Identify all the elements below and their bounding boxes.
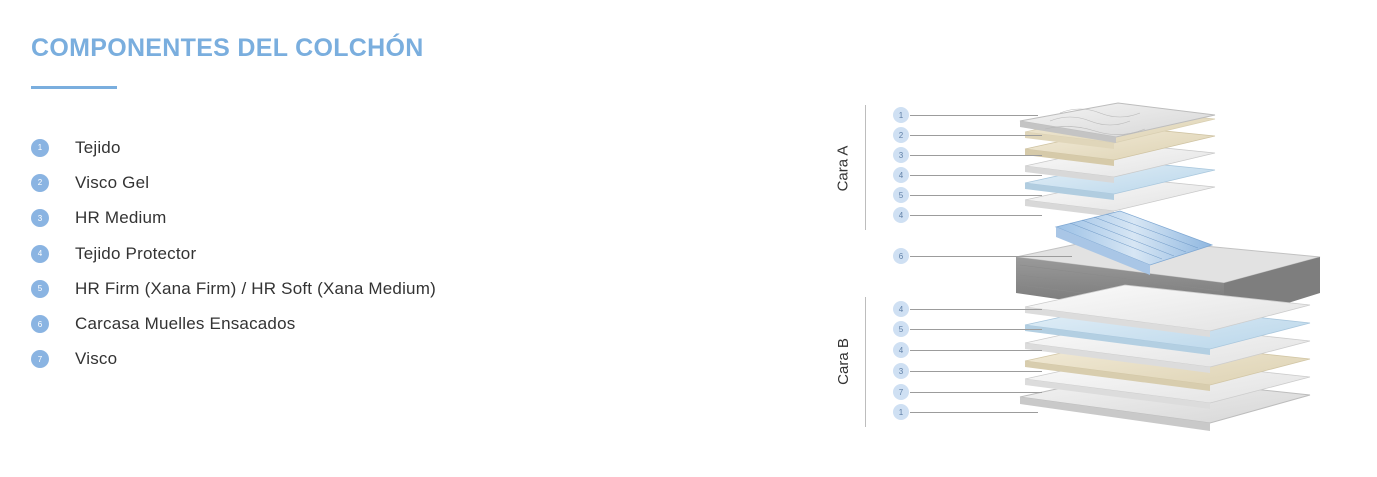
legend-item: 4 Tejido Protector xyxy=(31,236,436,271)
legend-label: Tejido Protector xyxy=(75,243,197,263)
callout-line xyxy=(910,214,1042,216)
callout-number: 4 xyxy=(893,301,909,317)
callout-number: 7 xyxy=(893,384,909,400)
callout: 1 xyxy=(893,404,1038,420)
callout-number: 4 xyxy=(893,207,909,223)
callout-number: 1 xyxy=(893,107,909,123)
legend-item: 3 HR Medium xyxy=(31,201,436,236)
legend-label: HR Medium xyxy=(75,208,167,228)
callout-number: 5 xyxy=(893,321,909,337)
legend-number-badge: 2 xyxy=(31,173,49,192)
callout: 1 xyxy=(893,107,1038,123)
mattress-diagram: Cara A Cara B 1 2 3 4 5 4 6 4 5 4 xyxy=(820,95,1340,465)
callout: 3 xyxy=(893,147,1042,163)
callout-line xyxy=(910,255,1072,257)
cara-a-bracket xyxy=(865,105,866,230)
callout-number: 4 xyxy=(893,342,909,358)
callout: 4 xyxy=(893,301,1042,317)
cara-a-label: Cara A xyxy=(834,145,852,192)
callout-number: 3 xyxy=(893,147,909,163)
legend-label: Tejido xyxy=(75,137,121,157)
page-title: COMPONENTES DEL COLCHÓN xyxy=(31,34,424,62)
callout-line xyxy=(910,328,1042,330)
callout: 5 xyxy=(893,321,1042,337)
legend-item: 7 Visco xyxy=(31,342,436,377)
callout-number: 5 xyxy=(893,187,909,203)
cara-b-label: Cara B xyxy=(834,338,852,385)
legend-label: Carcasa Muelles Ensacados xyxy=(75,314,296,334)
legend-label: Visco xyxy=(75,349,118,369)
mattress-layers-illustration xyxy=(1015,102,1321,431)
legend-number-badge: 5 xyxy=(31,279,49,298)
callout: 4 xyxy=(893,342,1042,358)
callout-number: 4 xyxy=(893,167,909,183)
callout: 4 xyxy=(893,207,1042,223)
callout-number: 3 xyxy=(893,363,909,379)
callout-line xyxy=(910,154,1042,156)
legend-number-badge: 4 xyxy=(31,244,49,263)
callout-line xyxy=(910,349,1042,351)
callout: 2 xyxy=(893,127,1042,143)
cara-a-layers xyxy=(1019,102,1216,217)
callout: 4 xyxy=(893,167,1042,183)
callout-line xyxy=(910,308,1042,310)
components-legend: 1 Tejido 2 Visco Gel 3 HR Medium 4 Tejid… xyxy=(31,130,436,377)
legend-label: Visco Gel xyxy=(75,172,150,192)
callout-line xyxy=(910,370,1042,372)
callout-line xyxy=(910,194,1042,196)
legend-number-badge: 7 xyxy=(31,350,49,369)
callout-number: 2 xyxy=(893,127,909,143)
callout-line xyxy=(910,174,1042,176)
callout-line xyxy=(910,391,1042,393)
legend-item: 2 Visco Gel xyxy=(31,165,436,200)
title-underline xyxy=(31,86,117,89)
cara-b-bracket xyxy=(865,297,866,427)
legend-item: 1 Tejido xyxy=(31,130,436,165)
callout-number: 6 xyxy=(893,248,909,264)
callout-line xyxy=(910,411,1038,413)
legend-number-badge: 6 xyxy=(31,315,49,334)
cara-b-layers xyxy=(1019,284,1311,431)
callout-line xyxy=(910,134,1042,136)
legend-number-badge: 3 xyxy=(31,209,49,228)
callout: 6 xyxy=(893,248,1072,264)
callout-number: 1 xyxy=(893,404,909,420)
legend-item: 6 Carcasa Muelles Ensacados xyxy=(31,306,436,341)
callout: 7 xyxy=(893,384,1042,400)
legend-number-badge: 1 xyxy=(31,138,49,157)
legend-label: HR Firm (Xana Firm) / HR Soft (Xana Medi… xyxy=(75,278,436,298)
legend-item: 5 HR Firm (Xana Firm) / HR Soft (Xana Me… xyxy=(31,271,436,306)
callout: 3 xyxy=(893,363,1042,379)
callout-line xyxy=(910,114,1038,116)
callout: 5 xyxy=(893,187,1042,203)
